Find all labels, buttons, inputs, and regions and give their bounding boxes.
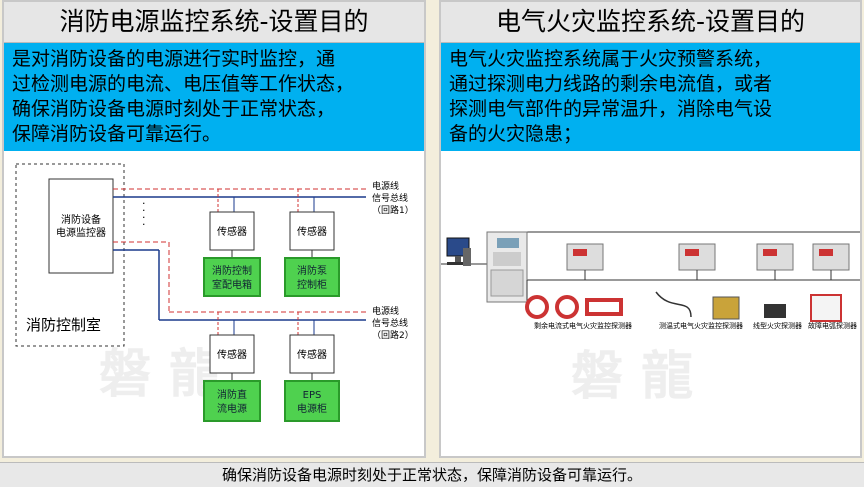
device-label: 消防控制	[212, 264, 252, 277]
current-transformer-icon	[585, 298, 623, 316]
temperature-probe-icon	[655, 291, 692, 318]
right-panel-description: 电气火灾监控系统属于火灾预警系统， 通过探测电力线路的剩余电流值，或者 探测电气…	[441, 43, 860, 151]
device-label: 控制柜	[297, 278, 327, 291]
device-label: 消防直	[217, 388, 247, 401]
right-panel-title: 电气火灾监控系统-设置目的	[441, 2, 860, 43]
left-desc-line: 保障消防设备可靠运行。	[12, 123, 222, 145]
device-label: 消防泵	[297, 264, 327, 277]
bus2-label: 信号总线	[372, 317, 408, 329]
device-caption: 故障电弧探测器	[808, 321, 857, 330]
sensor-label: 传感器	[297, 225, 327, 238]
footer-caption: 确保消防设备电源时刻处于正常状态，保障消防设备可靠运行。	[0, 462, 864, 487]
right-desc-line: 通过探测电力线路的剩余电流值，或者	[449, 73, 773, 95]
device-label: EPS	[303, 390, 322, 401]
current-transformer-icon	[525, 295, 549, 319]
device-label: 流电源	[217, 402, 247, 415]
left-desc-line: 过检测电源的电流、电压值等工作状态，	[12, 73, 355, 95]
bus1-label: 信号总线	[372, 192, 408, 204]
bus1-label: （回路1）	[372, 204, 414, 216]
sensor-box	[289, 334, 335, 374]
control-room-box	[15, 163, 125, 347]
arc-fault-detector-icon	[810, 294, 842, 322]
device-box	[203, 380, 261, 422]
sensor-label: 传感器	[217, 348, 247, 361]
electrical-fire-diagram: 磐 龍	[441, 231, 860, 407]
device-caption: 剩余电流式电气火灾监控探测器	[534, 321, 632, 330]
bus2-label: （回路2）	[372, 329, 414, 341]
sensor-label: 传感器	[217, 225, 247, 238]
left-desc-line: 确保消防设备电源时刻处于正常状态，	[12, 98, 336, 120]
device-caption: 线型火灾探测器	[753, 321, 802, 330]
sensor-box	[289, 211, 335, 251]
left-panel: 消防电源监控系统-设置目的 是对消防设备的电源进行实时监控，通 过检测电源的电流…	[2, 0, 426, 458]
right-desc-line: 备的火灾隐患；	[449, 123, 583, 145]
device-caption: 测温式电气火灾监控探测器	[659, 321, 743, 330]
monitor-module-icon	[812, 243, 850, 271]
monitor-module-icon	[756, 243, 794, 271]
right-desc-line: 探测电气部件的异常温升，消除电气设	[449, 98, 773, 120]
monitor-module-icon	[678, 243, 716, 271]
sensor-box	[209, 334, 255, 374]
device-label: 室配电箱	[212, 278, 252, 291]
control-room-label: 消防控制室	[26, 316, 101, 334]
watermark: 磐 龍	[99, 345, 221, 405]
left-panel-title: 消防电源监控系统-设置目的	[4, 2, 424, 43]
watermark: 磐 龍	[571, 347, 693, 407]
bus2-label: 电源线	[372, 305, 399, 317]
device-box	[284, 380, 340, 422]
ellipsis-dot: ·	[142, 211, 146, 224]
computer-icon	[446, 237, 471, 266]
monitor-module-icon	[566, 243, 604, 271]
temperature-sensor-icon	[712, 296, 740, 320]
left-panel-description: 是对消防设备的电源进行实时监控，通 过检测电源的电流、电压值等工作状态， 确保消…	[4, 43, 424, 151]
ellipsis-dot: ·	[142, 218, 146, 231]
device-label: 电源柜	[297, 402, 327, 415]
right-panel: 电气火灾监控系统-设置目的 电气火灾监控系统属于火灾预警系统， 通过探测电力线路…	[439, 0, 862, 458]
power-monitor-box	[48, 178, 114, 274]
device-box	[203, 257, 261, 297]
linear-detector-icon	[764, 304, 786, 318]
ellipsis-dot: ·	[142, 197, 146, 210]
sensor-box	[209, 211, 255, 251]
monitor-label: 电源监控器	[56, 226, 106, 239]
ellipsis-dot: ·	[142, 204, 146, 217]
current-transformer-icon	[555, 295, 579, 319]
device-box	[284, 257, 340, 297]
monitor-label: 消防设备	[61, 213, 101, 226]
right-desc-line: 电气火灾监控系统属于火灾预警系统，	[449, 48, 773, 70]
sensor-label: 传感器	[297, 348, 327, 361]
bus1-label: 电源线	[372, 180, 399, 192]
controller-cabinet-icon	[486, 231, 528, 303]
left-desc-line: 是对消防设备的电源进行实时监控，通	[12, 48, 336, 70]
power-monitoring-diagram: 磐 龍 消防控制室 消防设备 电源监控器 · · · · 电源线 信号总线 （回…	[15, 163, 414, 422]
